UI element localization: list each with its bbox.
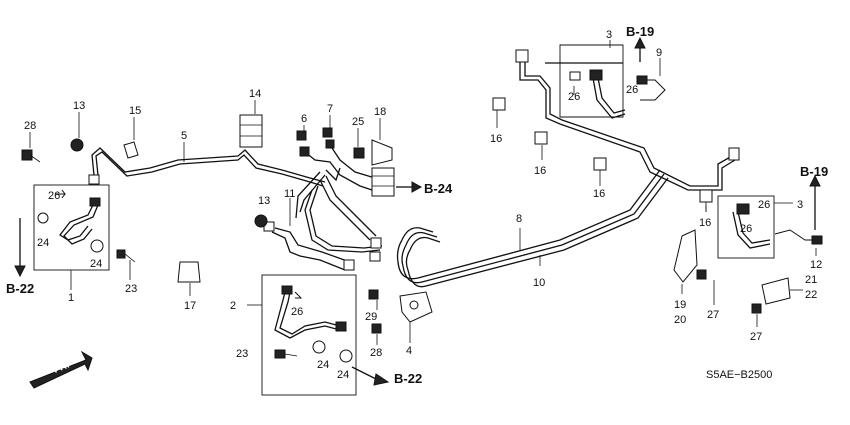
rear-hose-assembly-3-lower xyxy=(717,195,823,259)
callout-4: 4 xyxy=(406,345,412,357)
ref-b24: B-24 xyxy=(424,181,453,196)
clip-16d-icon xyxy=(699,189,713,203)
callout-24b: 24 xyxy=(90,258,102,270)
left-pipe-5 xyxy=(88,147,326,187)
reference-labels: B-19 B-19 B-24 B-22 B-22 FR. S5AE−B2500 xyxy=(6,24,828,386)
bolt-27a-icon xyxy=(696,269,707,280)
callout-16c: 16 xyxy=(593,188,605,200)
nut-25-icon xyxy=(353,147,365,159)
front-right-hose-assembly-2 xyxy=(247,274,357,396)
center-pipe-11 xyxy=(263,167,383,271)
clip-15-icon xyxy=(123,141,139,159)
fitting-6-icon xyxy=(296,130,307,141)
callout-22: 22 xyxy=(805,289,817,301)
callout-21: 21 xyxy=(805,274,817,286)
diagram-code: S5AE−B2500 xyxy=(706,369,772,381)
ref-b19-top: B-19 xyxy=(626,24,654,39)
upper-pipe-run xyxy=(515,49,740,191)
main-brake-pipes xyxy=(396,169,669,288)
callout-16d: 16 xyxy=(699,217,711,229)
grommet-13-icon xyxy=(70,138,84,152)
callout-13: 13 xyxy=(73,100,85,112)
leader-lines xyxy=(29,40,817,345)
upper-center-pipes xyxy=(299,139,379,193)
callout-2: 2 xyxy=(230,300,236,312)
callout-28: 28 xyxy=(24,120,36,132)
callout-3a: 3 xyxy=(606,29,612,41)
callout-8: 8 xyxy=(516,213,522,225)
callout-20: 20 xyxy=(674,314,686,326)
callout-28b: 28 xyxy=(370,347,382,359)
callout-26d: 26 xyxy=(626,84,638,96)
callout-26e: 26 xyxy=(758,199,770,211)
callout-17: 17 xyxy=(184,300,196,312)
bolt-27b-icon xyxy=(751,303,762,314)
bolt-28b-icon xyxy=(371,323,382,334)
callout-5: 5 xyxy=(181,130,187,142)
grommet-13b-icon xyxy=(254,214,268,228)
callout-12: 12 xyxy=(810,259,822,271)
clip-16a-icon xyxy=(492,97,506,111)
callout-7: 7 xyxy=(327,103,333,115)
rear-hose-assembly-3-upper xyxy=(545,44,666,119)
callout-26b: 26 xyxy=(291,306,303,318)
ref-b19-right: B-19 xyxy=(800,164,828,179)
callout-16a: 16 xyxy=(490,133,502,145)
callout-26c: 26 xyxy=(568,91,580,103)
callout-26a: 26 xyxy=(48,190,60,202)
callout-15: 15 xyxy=(129,105,141,117)
callout-3b: 3 xyxy=(797,199,803,211)
bolt-29-icon xyxy=(368,289,379,300)
front-left-hose-assembly-1 xyxy=(33,184,110,290)
clip-16b-icon xyxy=(534,131,548,145)
clamp-14-icon xyxy=(239,114,263,148)
callout-labels: 28 13 15 5 14 6 7 25 18 13 11 26 24 24 1… xyxy=(24,29,822,381)
callout-24c: 24 xyxy=(317,359,329,371)
callout-27b: 27 xyxy=(750,331,762,343)
clip-16c-icon xyxy=(593,157,607,171)
callout-1: 1 xyxy=(68,292,74,304)
clamp-18b-icon xyxy=(371,167,395,197)
bracket-21-icon xyxy=(761,277,791,305)
clamp-17-icon xyxy=(177,261,201,283)
callout-9: 9 xyxy=(656,47,662,59)
callout-14: 14 xyxy=(249,88,261,100)
misc-parts xyxy=(21,97,791,359)
ref-b22-bottom: B-22 xyxy=(394,371,422,386)
callout-10: 10 xyxy=(533,277,545,289)
callout-24d: 24 xyxy=(337,369,349,381)
callout-25: 25 xyxy=(352,116,364,128)
front-direction-arrow-icon xyxy=(29,350,93,389)
fitting-7-icon xyxy=(322,127,333,138)
bolt-23a-icon xyxy=(116,249,126,259)
callout-27a: 27 xyxy=(707,309,719,321)
ref-b22-left: B-22 xyxy=(6,281,34,296)
callout-16b: 16 xyxy=(534,165,546,177)
callout-11: 11 xyxy=(284,188,295,200)
bracket-19-icon xyxy=(673,229,698,283)
callout-29: 29 xyxy=(365,311,377,323)
callout-19: 19 xyxy=(674,299,686,311)
bracket-18-icon xyxy=(371,139,393,166)
callout-13b: 13 xyxy=(258,195,270,207)
callout-18: 18 xyxy=(374,106,386,118)
callout-26f: 26 xyxy=(740,223,752,235)
bolt-28-icon xyxy=(21,149,33,161)
callout-6: 6 xyxy=(301,113,307,125)
callout-23a: 23 xyxy=(125,283,137,295)
front-direction-label: FR. xyxy=(52,359,71,375)
reference-arrows xyxy=(14,36,821,389)
bolt-23b-icon xyxy=(274,349,286,359)
callout-23b: 23 xyxy=(236,348,248,360)
callout-24a: 24 xyxy=(37,237,49,249)
